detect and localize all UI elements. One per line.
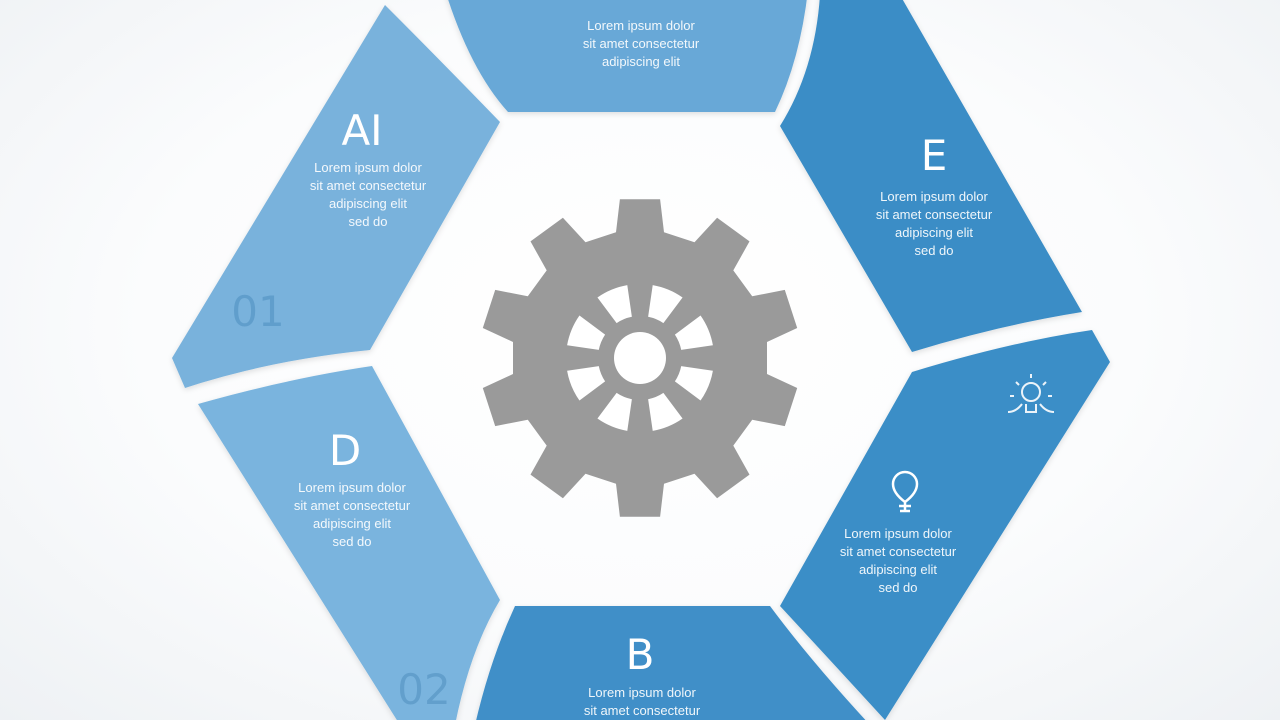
gear-icon [482,199,798,517]
segment-top-line-2: sit amet consectetur [583,36,700,51]
segment-lower-right-line-4: sed do [878,580,917,595]
segment-lower-left-line-1: Lorem ipsum dolor [298,480,406,495]
segment-top-shape [448,0,807,112]
segment-lower-left-shape [198,366,500,720]
gear-window [674,315,713,350]
segment-lower-left-line-4: sed do [332,534,371,549]
gear-window [567,366,606,401]
idea-lamp-icon [1007,374,1055,413]
segment-upper-right: E Lorem ipsum dolor sit amet consectetur… [780,0,1082,352]
segment-bottom-line-1: Lorem ipsum dolor [588,685,696,700]
gear-window [648,285,683,324]
segment-lower-left-number: 02 [397,665,450,714]
segment-upper-left-letter: AI [341,106,382,155]
segment-top-line-1: Lorem ipsum dolor [587,18,695,33]
gear-window [648,392,683,431]
gear-window [567,315,606,350]
segment-lower-right-line-1: Lorem ipsum dolor [844,526,952,541]
segment-lower-left-letter: D [329,426,361,475]
segment-bottom-line-2: sit amet consectetur [584,703,701,718]
segment-upper-right-line-3: adipiscing elit [895,225,973,240]
segment-upper-right-shape [780,0,1082,352]
segment-upper-right-line-4: sed do [914,243,953,258]
segment-upper-left-line-2: sit amet consectetur [310,178,427,193]
gear-window [597,285,632,324]
segment-upper-left-shape [172,5,500,388]
segment-upper-right-line-2: sit amet consectetur [876,207,993,222]
segment-lower-left-line-3: adipiscing elit [313,516,391,531]
segment-lower-right-line-2: sit amet consectetur [840,544,957,559]
segment-upper-left-line-4: sed do [348,214,387,229]
segment-upper-left-line-1: Lorem ipsum dolor [314,160,422,175]
segment-bottom: B Lorem ipsum dolor sit amet consectetur [476,606,866,720]
segment-upper-left-line-3: adipiscing elit [329,196,407,211]
segment-lower-right: Lorem ipsum dolor sit amet consectetur a… [780,330,1110,720]
lightbulb-icon [891,470,919,513]
gear-hub [614,332,666,384]
segment-lower-right-shape [780,330,1110,720]
segment-bottom-shape [476,606,866,720]
segment-upper-right-letter: E [921,131,948,180]
segment-upper-left-number: 01 [231,287,284,336]
gear-window [597,392,632,431]
segment-lower-left: D Lorem ipsum dolor sit amet consectetur… [198,366,500,720]
segment-upper-left: AI Lorem ipsum dolor sit amet consectetu… [172,5,500,388]
gear-window [674,366,713,401]
segment-bottom-letter: B [626,630,655,679]
segment-top-line-3: adipiscing elit [602,54,680,69]
segment-lower-left-line-2: sit amet consectetur [294,498,411,513]
segment-lower-right-line-3: adipiscing elit [859,562,937,577]
segment-upper-right-line-1: Lorem ipsum dolor [880,189,988,204]
segment-top: Lorem ipsum dolor sit amet consectetur a… [448,0,807,112]
